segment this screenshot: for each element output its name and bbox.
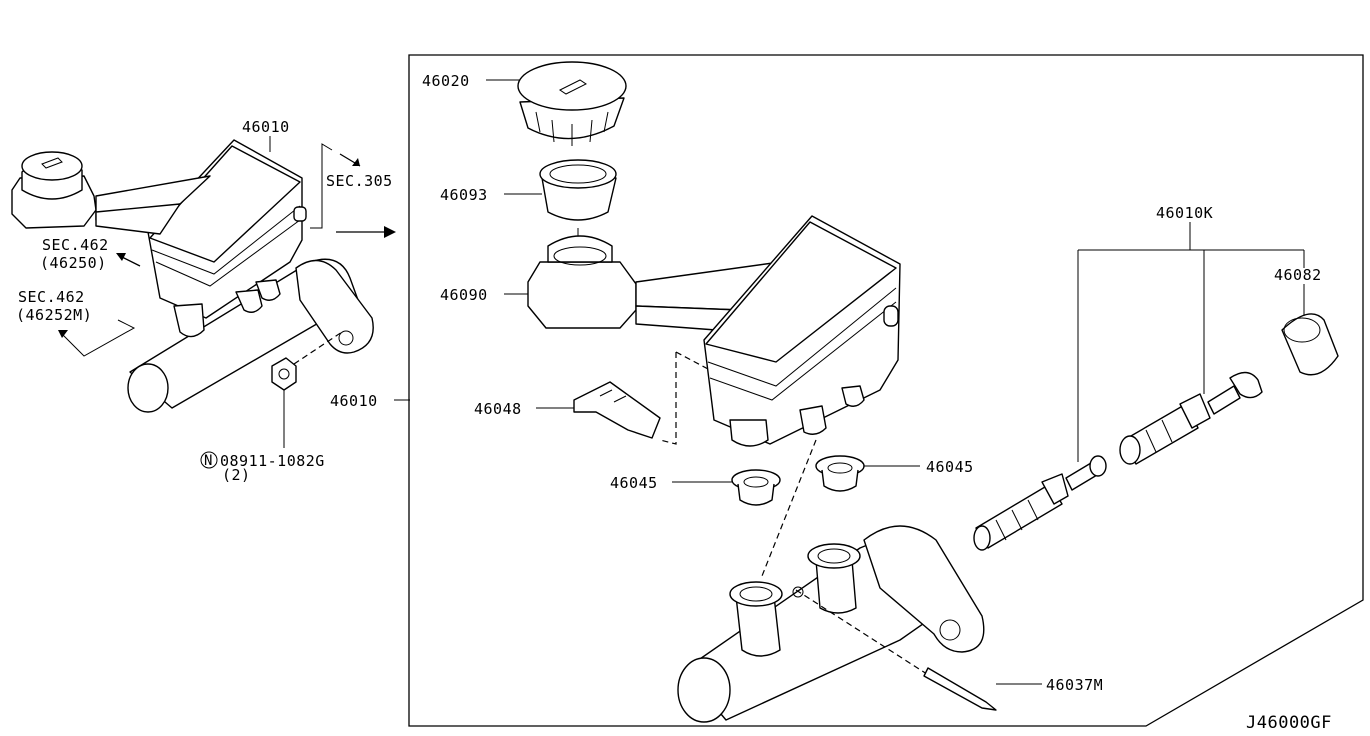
pin-drawing	[923, 667, 997, 711]
sec-462-ref-a: (46250)	[40, 254, 107, 272]
sec-462-label-b: SEC.462	[18, 288, 85, 306]
part-46082-label: 46082	[1274, 266, 1322, 284]
part-46037m-label: 46037M	[1046, 676, 1103, 694]
nut-quantity: (2)	[222, 466, 251, 484]
strainer-drawing	[539, 159, 617, 221]
part-46048-label: 46048	[474, 400, 522, 418]
nut-part-number: 08911-1082G	[220, 452, 325, 470]
part-46045-right-label: 46045	[926, 458, 974, 476]
grommet-right-drawing	[815, 455, 865, 492]
reservoir-tank-body-drawing	[703, 215, 901, 447]
part-46020-label: 46020	[422, 72, 470, 90]
sec-462-label-a: SEC.462	[42, 236, 109, 254]
grommet-left-drawing	[731, 469, 781, 506]
sec-462-ref-b: (46252M)	[16, 306, 92, 324]
cup-seal-drawing	[1281, 313, 1339, 376]
left-assembly-part-label: 46010	[242, 118, 290, 136]
clip-drawing	[573, 381, 661, 439]
reservoir-drawing	[527, 235, 781, 331]
diagram-id: J46000GF	[1246, 713, 1332, 733]
part-46093-label: 46093	[440, 186, 488, 204]
nut-symbol: N	[204, 453, 213, 469]
reservoir-cap-drawing	[517, 61, 627, 146]
exploded-assembly-label: 46010	[330, 392, 378, 410]
master-cylinder-assembly-drawing	[11, 139, 374, 413]
exploded-view-frame	[408, 54, 1364, 727]
part-46010k-label: 46010K	[1156, 204, 1213, 222]
sec-305-label: SEC.305	[326, 172, 393, 190]
primary-piston-drawing	[973, 455, 1107, 551]
part-46045-left-label: 46045	[610, 474, 658, 492]
cylinder-body-drawing	[677, 525, 985, 723]
secondary-piston-drawing	[1119, 371, 1263, 465]
part-46090-label: 46090	[440, 286, 488, 304]
nut-symbol-circle	[200, 451, 218, 469]
